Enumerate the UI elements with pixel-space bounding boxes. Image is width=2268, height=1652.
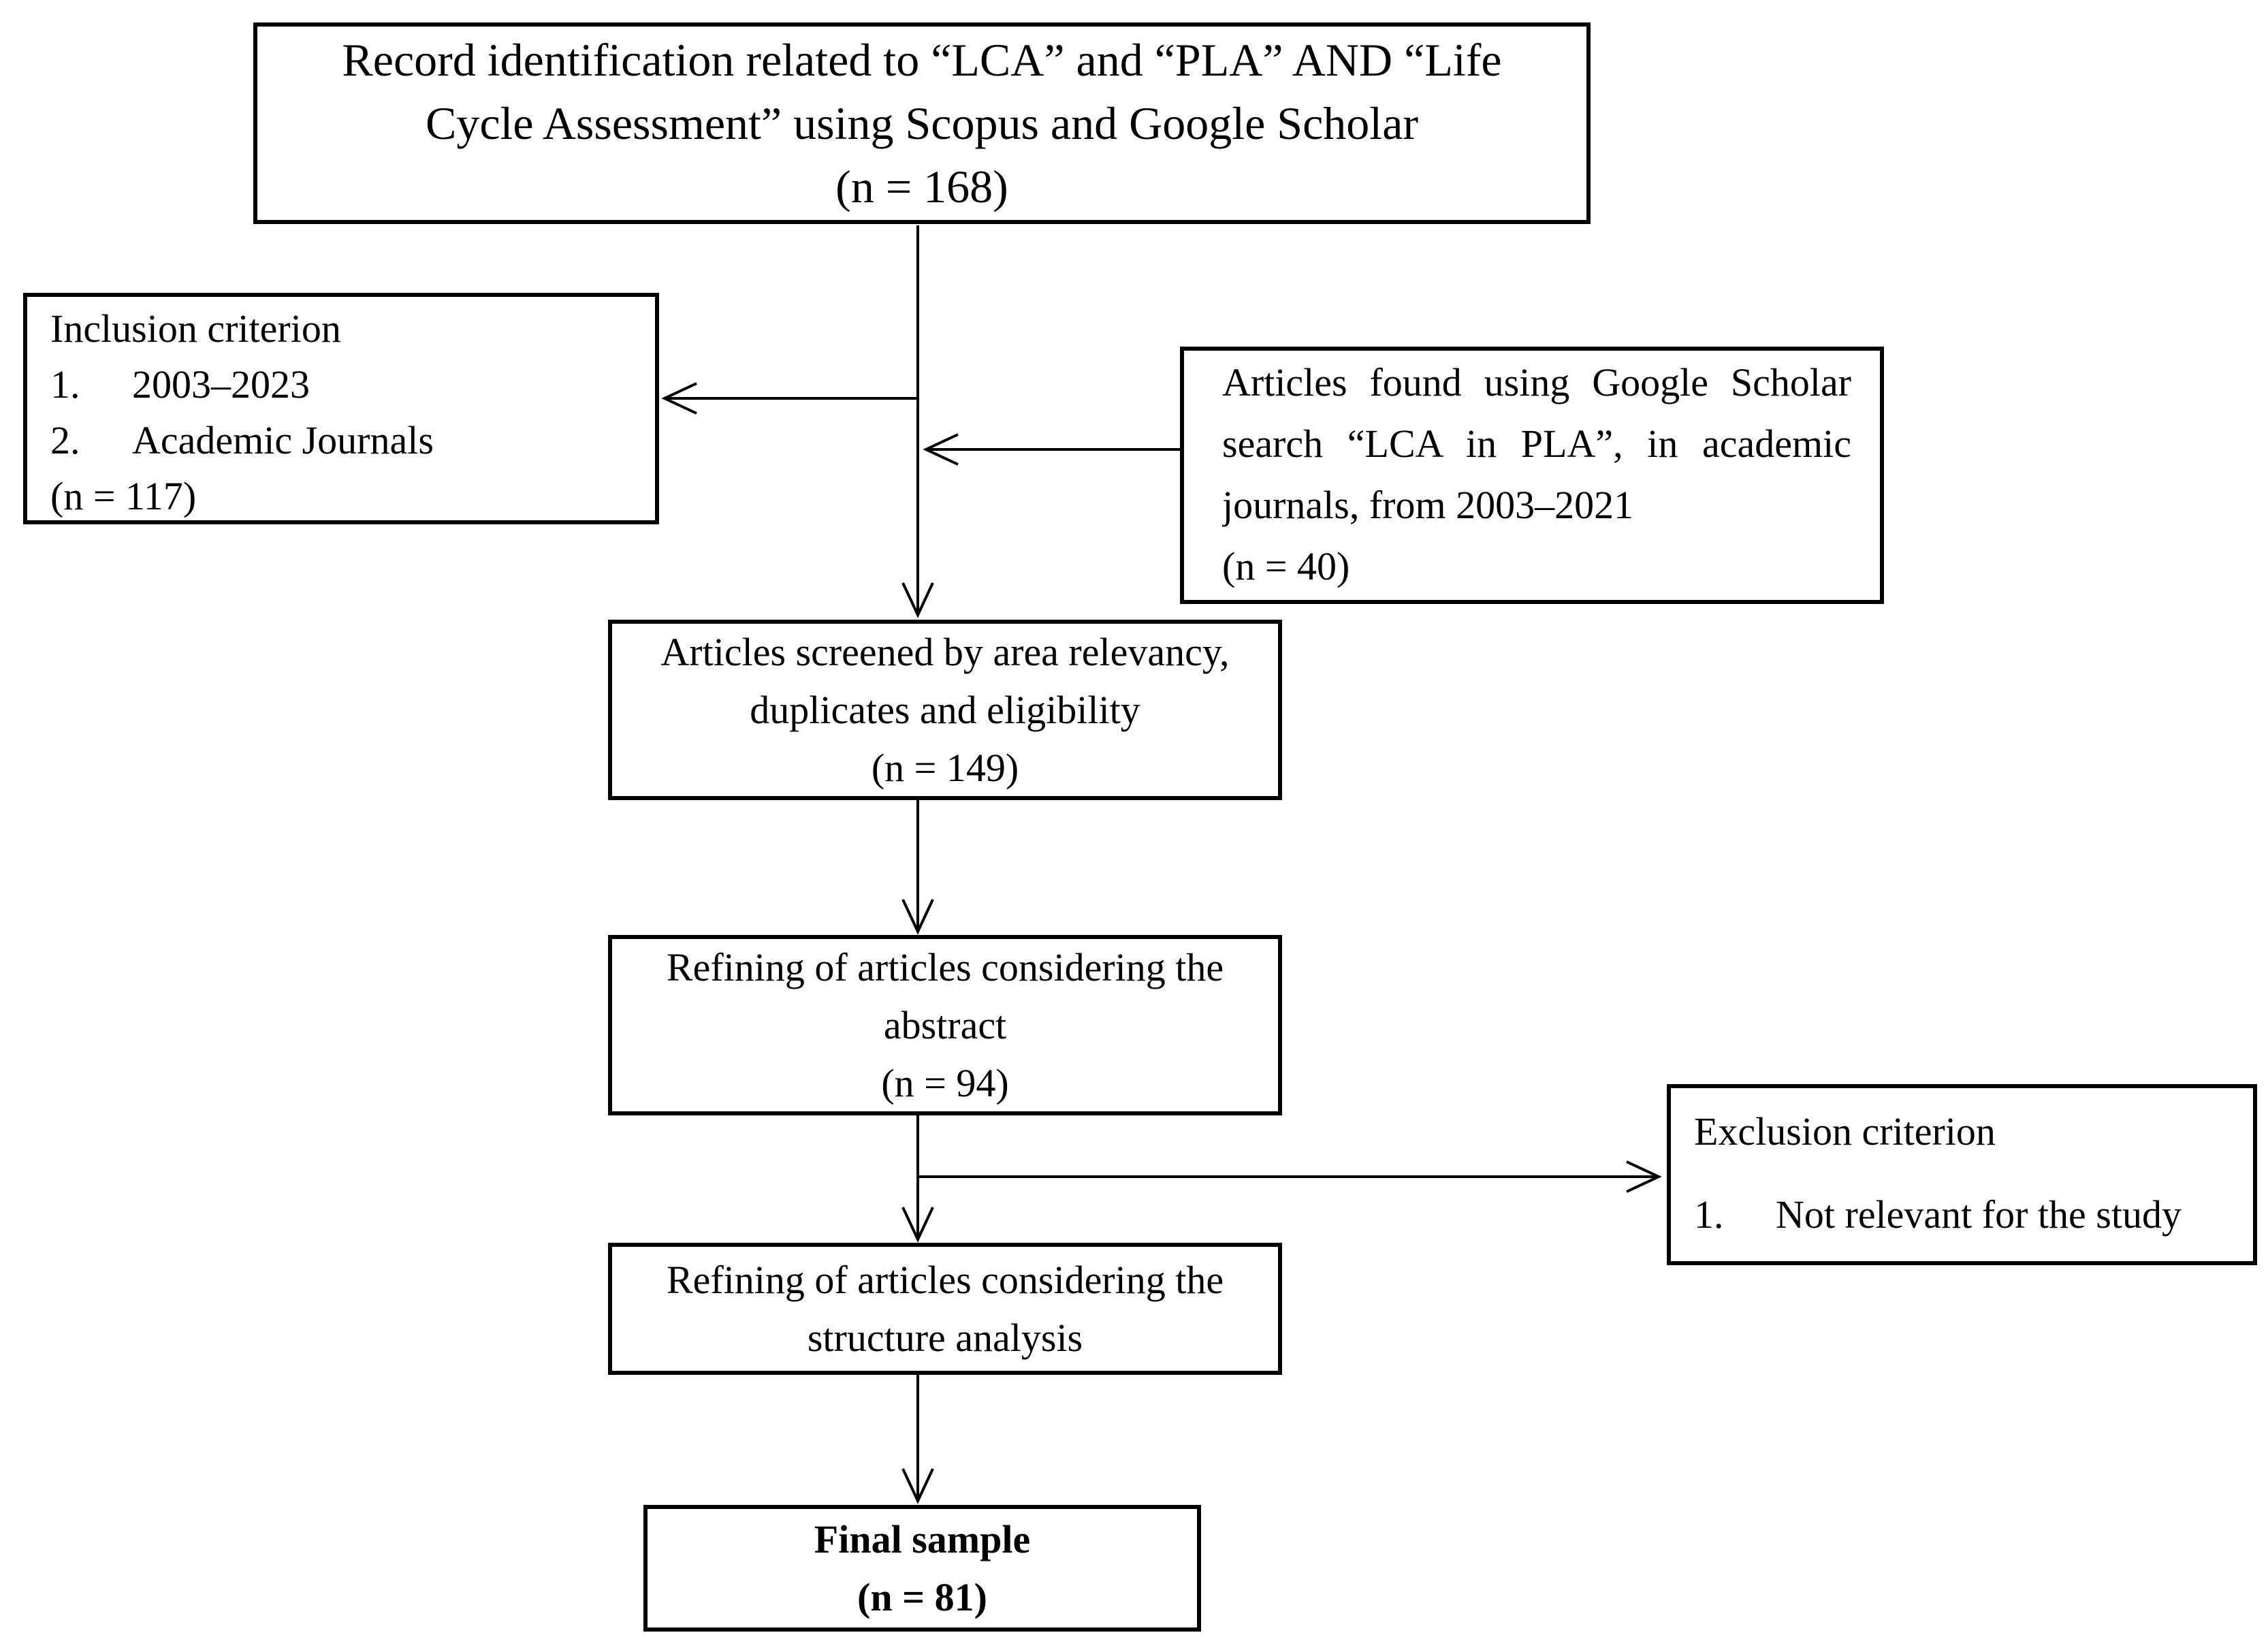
node-count: (n = 117) xyxy=(50,474,197,518)
list-item-text: Not relevant for the study xyxy=(1776,1192,2182,1237)
list-item-number: 1. xyxy=(1694,1192,1724,1237)
node-google-scholar-articles: Articles found using Google Scholar sear… xyxy=(1180,347,1884,604)
node-title: Final sample xyxy=(814,1517,1031,1561)
node-title: Exclusion criterion xyxy=(1694,1109,1996,1154)
node-count: (n = 168) xyxy=(835,160,1008,212)
arrow-down-icon xyxy=(901,582,934,618)
list-item-text: 2003–2023 xyxy=(132,362,310,407)
node-inclusion-criterion: Inclusion criterion 1. 2003–2023 2. Academ… xyxy=(23,293,659,524)
list-item-number: 1. xyxy=(50,362,80,407)
arrow-left-icon xyxy=(661,382,697,415)
node-text-line: Articles screened by area relevancy, xyxy=(660,630,1230,674)
list-item-text: Academic Journals xyxy=(132,418,434,462)
node-text-line: Articles found using Google Scholar xyxy=(1222,360,1851,404)
arrow-down-icon xyxy=(901,899,934,935)
node-text-line: duplicates and eligibility xyxy=(750,688,1140,732)
list-item-number: 2. xyxy=(50,418,80,462)
node-text-line: Record identification related to “LCA” a… xyxy=(342,33,1502,86)
list-item: 2. Academic Journals xyxy=(50,413,641,468)
node-count: (n = 40) xyxy=(1222,544,1350,588)
list-item: 1. 2003–2023 xyxy=(50,357,641,413)
arrow-down-icon xyxy=(901,1468,934,1504)
node-text-line: Refining of articles considering the xyxy=(666,945,1224,989)
node-text-line: search “LCA in PLA”, in academic xyxy=(1222,422,1851,466)
node-text-line: Refining of articles considering the xyxy=(666,1258,1224,1302)
node-count: (n = 149) xyxy=(871,746,1019,790)
node-exclusion-criterion: Exclusion criterion 1. Not relevant for t… xyxy=(1667,1084,2257,1265)
node-final-sample: Final sample (n = 81) xyxy=(643,1505,1201,1632)
arrow-left-icon xyxy=(923,433,959,466)
node-articles-screened: Articles screened by area relevancy, dup… xyxy=(608,620,1282,800)
arrow-right-icon xyxy=(1626,1160,1662,1193)
node-record-identification: Record identification related to “LCA” a… xyxy=(253,22,1591,224)
list-item: 1. Not relevant for the study xyxy=(1694,1188,2239,1242)
node-refining-abstract: Refining of articles considering the abs… xyxy=(608,935,1282,1115)
node-count: (n = 81) xyxy=(857,1575,987,1619)
node-text-line: journals, from 2003–2021 xyxy=(1222,483,1634,527)
node-refining-structure: Refining of articles considering the str… xyxy=(608,1243,1282,1375)
arrow-down-icon xyxy=(901,1207,934,1243)
node-text-line: abstract xyxy=(883,1003,1007,1047)
node-text-line: structure analysis xyxy=(807,1316,1083,1360)
node-text-line: Cycle Assessment” using Scopus and Googl… xyxy=(425,97,1419,149)
node-count: (n = 94) xyxy=(881,1061,1009,1105)
node-title: Inclusion criterion xyxy=(50,306,341,351)
